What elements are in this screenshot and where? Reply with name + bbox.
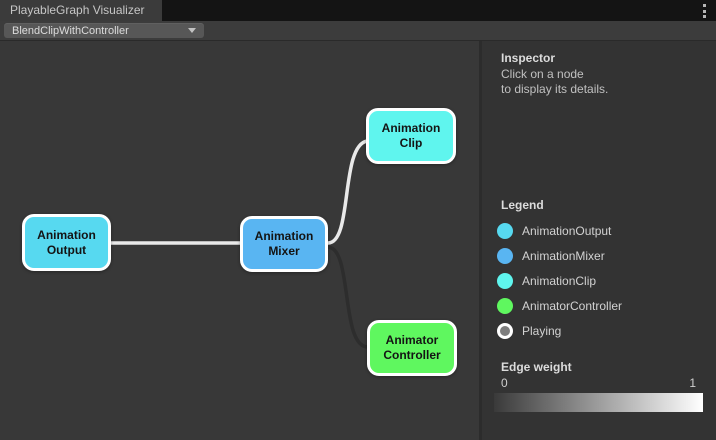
inspector-panel: Inspector Click on a node to display its… bbox=[479, 41, 716, 440]
node-animation-mixer[interactable]: Animation Mixer bbox=[240, 216, 328, 272]
edge-weight-max: 1 bbox=[689, 376, 696, 390]
node-label-line: Animation bbox=[381, 121, 441, 135]
toolbar: BlendClipWithController bbox=[0, 21, 716, 41]
edge-weight-title: Edge weight bbox=[501, 360, 572, 374]
legend-item: AnimationOutput bbox=[497, 218, 622, 243]
legend-label: AnimationMixer bbox=[522, 248, 605, 263]
edge-weight-scale: 0 1 bbox=[494, 376, 703, 390]
legend-swatch-animationmixer bbox=[497, 247, 513, 264]
legend-label: AnimatorController bbox=[522, 298, 623, 313]
legend-label: Playing bbox=[522, 323, 562, 338]
legend-swatch-playing bbox=[497, 322, 513, 339]
node-animator-controller[interactable]: Animator Controller bbox=[367, 320, 457, 376]
edge-weight-min: 0 bbox=[501, 376, 508, 390]
inspector-title: Inspector bbox=[501, 51, 556, 65]
edge-weight-gradient bbox=[494, 393, 703, 412]
legend-title: Legend bbox=[501, 198, 544, 212]
legend-item: AnimationMixer bbox=[497, 243, 622, 268]
graph-selector-dropdown[interactable]: BlendClipWithController bbox=[4, 23, 204, 38]
legend-swatch-animationoutput bbox=[497, 222, 513, 239]
node-label-line: Controller bbox=[383, 348, 441, 362]
inspector-hint: Click on a node to display its details. bbox=[501, 67, 608, 97]
legend-list: AnimationOutput AnimationMixer Animation… bbox=[497, 218, 622, 343]
dropdown-arrow-icon bbox=[188, 28, 196, 33]
node-label-line: Clip bbox=[399, 136, 423, 150]
node-label-line: Animator bbox=[385, 333, 439, 347]
graph-selector-value: BlendClipWithController bbox=[12, 24, 129, 37]
title-bar: PlayableGraph Visualizer bbox=[0, 0, 716, 21]
legend-label: AnimationOutput bbox=[522, 223, 612, 238]
legend-swatch-animationclip bbox=[497, 272, 513, 289]
node-label-line: Animation bbox=[37, 227, 96, 242]
legend-item: Playing bbox=[497, 318, 622, 343]
node-label-line: Mixer bbox=[268, 244, 300, 258]
legend-item: AnimationClip bbox=[497, 268, 622, 293]
graph-canvas[interactable]: Animation Output Animation Mixer Animati… bbox=[0, 41, 479, 440]
tab-playablegraph-visualizer[interactable]: PlayableGraph Visualizer bbox=[0, 0, 162, 21]
window-menu-icon[interactable] bbox=[703, 4, 707, 18]
node-animation-clip[interactable]: Animation Clip bbox=[366, 108, 456, 164]
inspector-hint-line: Click on a node bbox=[501, 67, 584, 81]
legend-swatch-animatorcontroller bbox=[497, 297, 513, 314]
legend-item: AnimatorController bbox=[497, 293, 622, 318]
node-animation-output[interactable]: Animation Output bbox=[22, 214, 111, 271]
node-label-line: Animation bbox=[254, 229, 314, 243]
node-label-line: Output bbox=[46, 242, 87, 257]
edge-mixer-to-clip bbox=[326, 139, 369, 245]
edge-mixer-to-controller bbox=[326, 245, 370, 349]
legend-label: AnimationClip bbox=[522, 273, 597, 288]
inspector-hint-line: to display its details. bbox=[501, 82, 609, 96]
